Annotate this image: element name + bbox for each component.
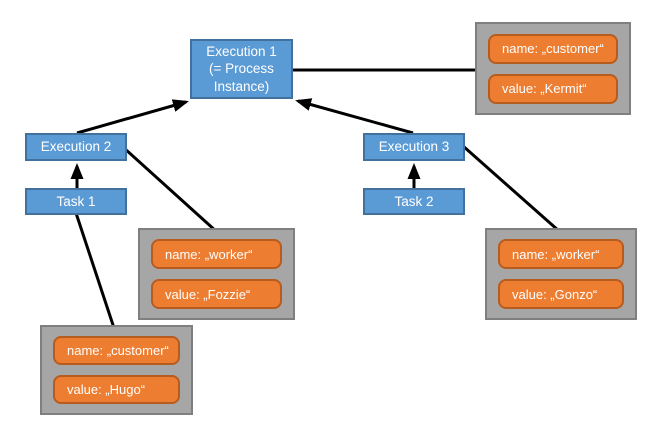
node-execution-3-label: Execution 3 <box>378 139 450 155</box>
connector-execution2-execution1 <box>76 99 189 135</box>
connector-gonzo-execution3 <box>462 144 560 233</box>
node-execution-3: Execution 3 <box>363 133 465 161</box>
connector-hugo-task1 <box>74 212 116 329</box>
node-execution-1-label: Execution 1 (= Process Instance) <box>206 43 277 94</box>
variable-gonzo-name: name: „worker“ <box>498 239 624 269</box>
node-execution-2-label: Execution 2 <box>40 139 112 155</box>
variable-hugo-name: name: „customer“ <box>53 336 180 365</box>
variable-gonzo-value: value: „Gonzo“ <box>498 279 624 309</box>
variable-kermit-value: value: „Kermit“ <box>488 73 618 104</box>
variable-group-fozzie: name: „worker“ value: „Fozzie“ <box>138 228 295 320</box>
node-task-1: Task 1 <box>25 188 127 215</box>
node-task-2-label: Task 2 <box>394 193 434 209</box>
node-task-1-label: Task 1 <box>56 193 96 209</box>
variable-hugo-value: value: „Hugo“ <box>53 375 180 404</box>
variable-fozzie-value: value: „Fozzie“ <box>151 279 282 309</box>
variable-kermit-name: name: „customer“ <box>488 33 618 64</box>
node-execution-1: Execution 1 (= Process Instance) <box>190 39 293 99</box>
variable-group-hugo: name: „customer“ value: „Hugo“ <box>40 325 193 415</box>
variable-group-kermit: name: „customer“ value: „Kermit“ <box>475 22 631 115</box>
node-task-2: Task 2 <box>363 188 465 215</box>
connector-execution3-execution1 <box>295 98 414 135</box>
node-execution-2: Execution 2 <box>25 133 127 161</box>
variable-fozzie-name: name: „worker“ <box>151 239 282 269</box>
connector-fozzie-execution2 <box>122 146 219 234</box>
variable-group-gonzo: name: „worker“ value: „Gonzo“ <box>485 228 637 320</box>
